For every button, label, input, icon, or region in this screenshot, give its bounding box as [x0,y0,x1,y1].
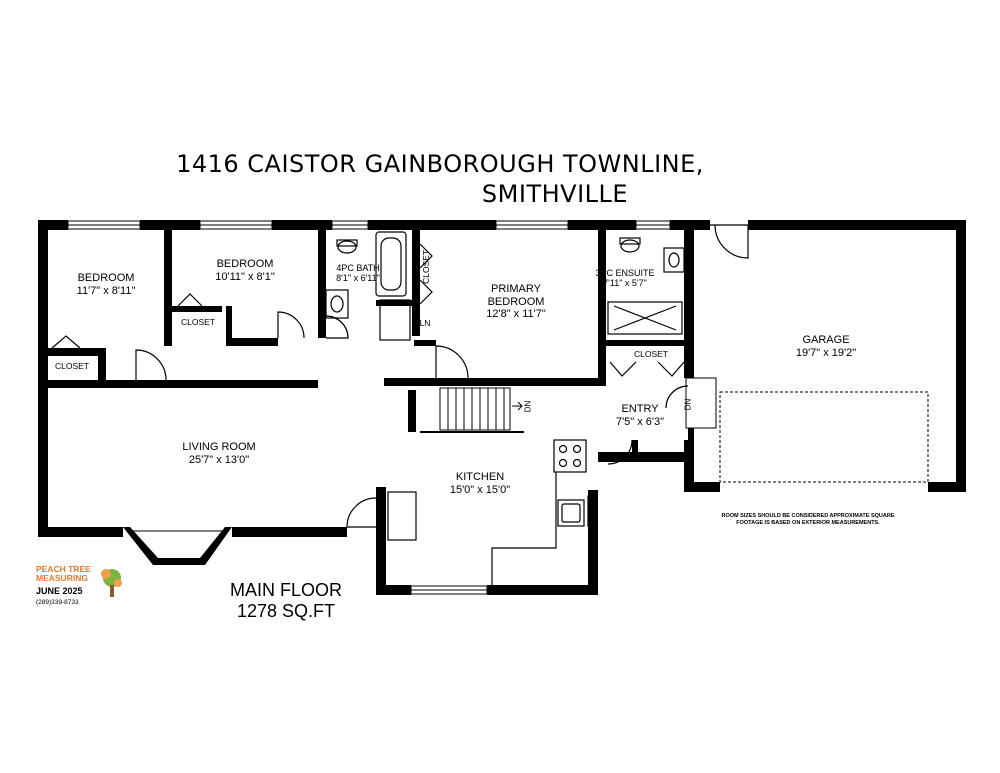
room-label-bedroom: BEDROOM 11'7" x 8'11" [76,272,136,297]
room-label-ensuite: 3PC ENSUITE 7'11" x 5'7" [595,268,655,289]
door-swing [607,439,633,465]
measurement-note: ROOM SIZES SHOULD BE CONSIDERED APPROXIM… [721,513,895,526]
room-label-kitchen: KITCHEN 15'0" x 15'0" [449,471,511,496]
room-label-garage: GARAGE 19'7" x 19'2" [795,334,857,359]
garage-door [719,391,929,483]
linen-closet-label: LN [419,318,431,328]
plan-title-line1: 1416 CAISTOR GAINBOROUGH TOWNLINE, [176,150,704,178]
door-swing [665,385,689,409]
kitchen-counter [387,439,597,585]
wall-ensuite [598,228,606,380]
stairs-down-label: DN [683,398,693,411]
closet-label: CLOSET [633,349,669,359]
window [685,377,717,429]
room-label-bedroom-2: BEDROOM 10'11" x 8'1" [215,258,275,283]
wall-south-living [38,527,123,537]
door-swing [346,497,377,528]
wall-north [38,220,68,230]
room-label-entry: ENTRY 7'5" x 6'3" [615,403,665,428]
room-label-bath: 4PC BATH 8'1" x 6'11" [336,263,380,284]
doors [51,224,749,528]
closet-label: CLOSET [421,249,432,284]
closet-label: CLOSET [54,361,90,371]
wall-west [38,220,48,532]
room-label-living: LIVING ROOM 25'7" x 13'0" [182,441,256,466]
wall-garage-north [748,220,966,230]
walls [38,220,966,595]
closet-label: CLOSET [180,317,216,327]
fixtures [325,231,685,341]
wall-garage-east [956,220,966,492]
logo-tree-icon [101,569,122,597]
wall-south-kitchen [376,585,411,595]
room-label-primary: PRIMARY BEDROOM 12'8" x 11'7" [486,283,546,321]
wall-bed1-bed2 [164,228,172,346]
bay-window [123,527,232,565]
door-swing [325,315,349,339]
wall-garage-west [684,228,694,378]
plan-title-line2: SMITHVILLE [481,180,629,208]
company-logo: PEACH TREE MEASURING JUNE 2025 (289)339-… [36,564,91,606]
wall-living-north [48,380,318,388]
door-swing [135,349,167,381]
stairs [420,387,524,433]
floor-label: MAIN FLOOR 1278 SQ.FT [229,580,343,621]
door-swing [710,224,749,259]
door-swing [435,345,469,379]
door-swing [277,311,305,339]
stairs-down-label: DN [523,400,533,413]
